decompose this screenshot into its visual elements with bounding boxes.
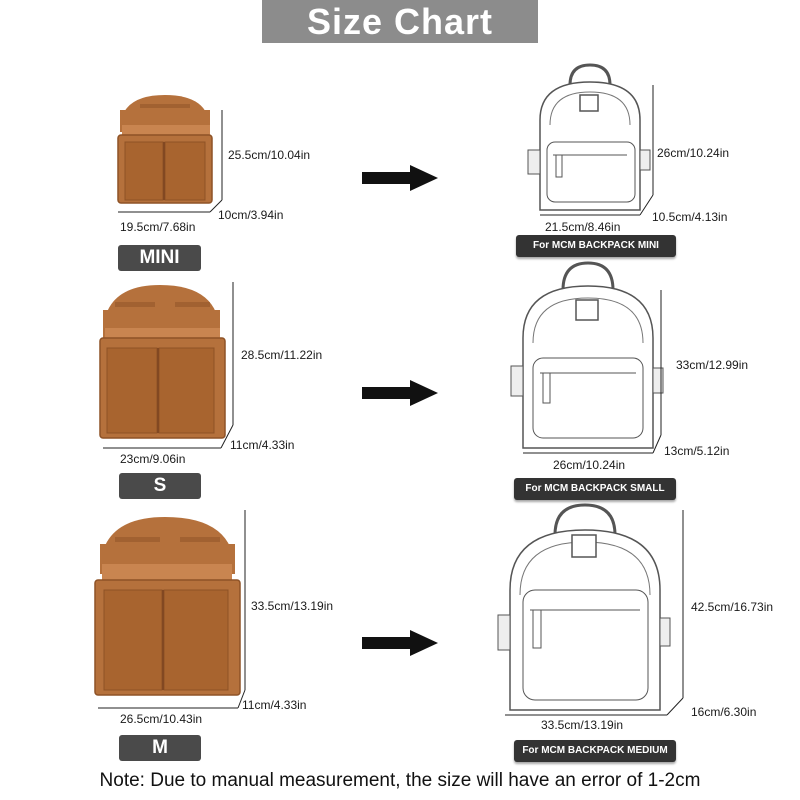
organizer-m-image (94, 517, 241, 696)
model-badge-s: For MCM BACKPACK SMALL (514, 478, 676, 500)
size-badge-mini: MINI (118, 245, 201, 271)
backpack-m-dimension-lines (505, 510, 684, 716)
s-dimension-lines (103, 282, 234, 449)
backpack-s-width-label: 26cm/10.24in (553, 458, 626, 472)
backpack-m-image (497, 503, 671, 711)
organizer-s-image (99, 285, 226, 439)
arrow-icon (362, 380, 438, 406)
backpack-s-height-label: 33cm/12.99in (676, 358, 749, 372)
page-title: Size Chart (262, 0, 538, 43)
backpack-m-width-label: 33.5cm/13.19in (541, 718, 624, 732)
organizer-mini-image (117, 95, 213, 204)
s-width-label: 23cm/9.06in (120, 452, 186, 466)
m-height-label: 33.5cm/13.19in (251, 599, 334, 613)
backpack-mini-height-label: 26cm/10.24in (657, 146, 730, 160)
backpack-mini-image (527, 63, 651, 211)
arrow-icon (362, 165, 438, 191)
s-depth-label: 11cm/4.33in (230, 438, 295, 452)
backpack-mini-depth-label: 10.5cm/4.13in (652, 210, 728, 224)
mini-depth-label: 10cm/3.94in (218, 208, 284, 222)
backpack-s-image (510, 261, 664, 449)
backpack-m-height-label: 42.5cm/16.73in (691, 600, 774, 614)
mini-dimension-lines (118, 110, 223, 213)
model-badge-m: For MCM BACKPACK MEDIUM (514, 740, 676, 762)
size-badge-m: M (119, 735, 201, 761)
m-dimension-lines (98, 510, 246, 709)
backpack-mini-width-label: 21.5cm/8.46in (545, 220, 621, 234)
measurement-note: Note: Due to manual measurement, the siz… (99, 770, 701, 791)
s-height-label: 28.5cm/11.22in (241, 348, 323, 362)
model-badge-mini: For MCM BACKPACK MINI (516, 235, 676, 257)
backpack-mini-dimension-lines (540, 85, 654, 216)
mini-width-label: 19.5cm/7.68in (120, 220, 196, 234)
m-width-label: 26.5cm/10.43in (120, 712, 203, 726)
arrow-icon (362, 630, 438, 656)
m-depth-label: 11cm/4.33in (242, 698, 307, 712)
backpack-s-depth-label: 13cm/5.12in (664, 444, 730, 458)
backpack-m-depth-label: 16cm/6.30in (691, 705, 757, 719)
mini-height-label: 25.5cm/10.04in (228, 148, 311, 162)
size-badge-s: S (119, 473, 201, 499)
backpack-s-dimension-lines (523, 290, 662, 454)
